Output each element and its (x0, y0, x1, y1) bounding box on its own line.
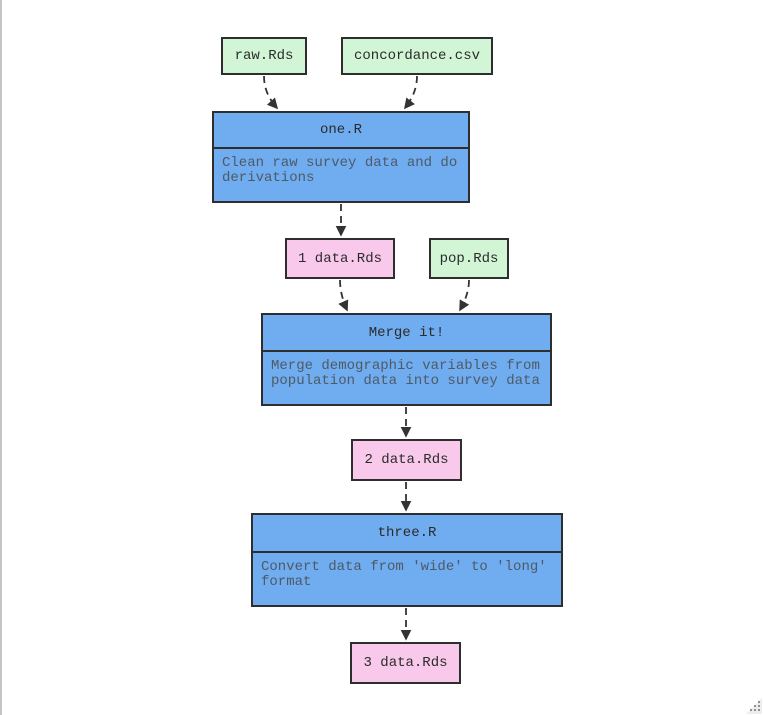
edge-concordance-to-one (404, 75, 418, 110)
node-three-r: three.R Convert data from 'wide' to 'lon… (251, 513, 563, 607)
node-3-data-rds-label: 3 data.Rds (363, 655, 448, 671)
node-2-data-rds: 2 data.Rds (351, 439, 462, 481)
edge-pop-to-merge (459, 279, 470, 312)
node-2-data-rds-label: 2 data.Rds (364, 452, 449, 468)
node-merge-it-title: Merge it! (263, 315, 550, 352)
node-merge-it-description: Merge demographic variables from populat… (271, 358, 540, 390)
node-3-data-rds: 3 data.Rds (350, 642, 461, 684)
node-one-r-title: one.R (214, 113, 468, 149)
node-merge-it: Merge it! Merge demographic variables fr… (261, 313, 552, 406)
node-1-data-rds: 1 data.Rds (285, 238, 395, 279)
node-concordance-csv-label: concordance.csv (353, 48, 481, 64)
node-three-r-title: three.R (253, 515, 561, 553)
node-three-r-description: Convert data from 'wide' to 'long' forma… (261, 559, 547, 591)
edge-raw-to-one (263, 75, 279, 110)
node-pop-rds-label: pop.Rds (439, 250, 499, 267)
node-one-r: one.R Clean raw survey data and do deriv… (212, 111, 470, 203)
resize-grip[interactable] (746, 698, 762, 714)
node-1-data-rds-label: 1 data.Rds (297, 250, 382, 267)
node-raw-rds: raw.Rds (221, 37, 307, 75)
node-raw-rds-label: raw.Rds (234, 48, 294, 64)
node-pop-rds: pop.Rds (429, 238, 509, 279)
node-concordance-csv: concordance.csv (341, 37, 493, 75)
node-one-r-description: Clean raw survey data and do derivations (222, 155, 458, 187)
edge-data1-to-merge (338, 279, 349, 312)
